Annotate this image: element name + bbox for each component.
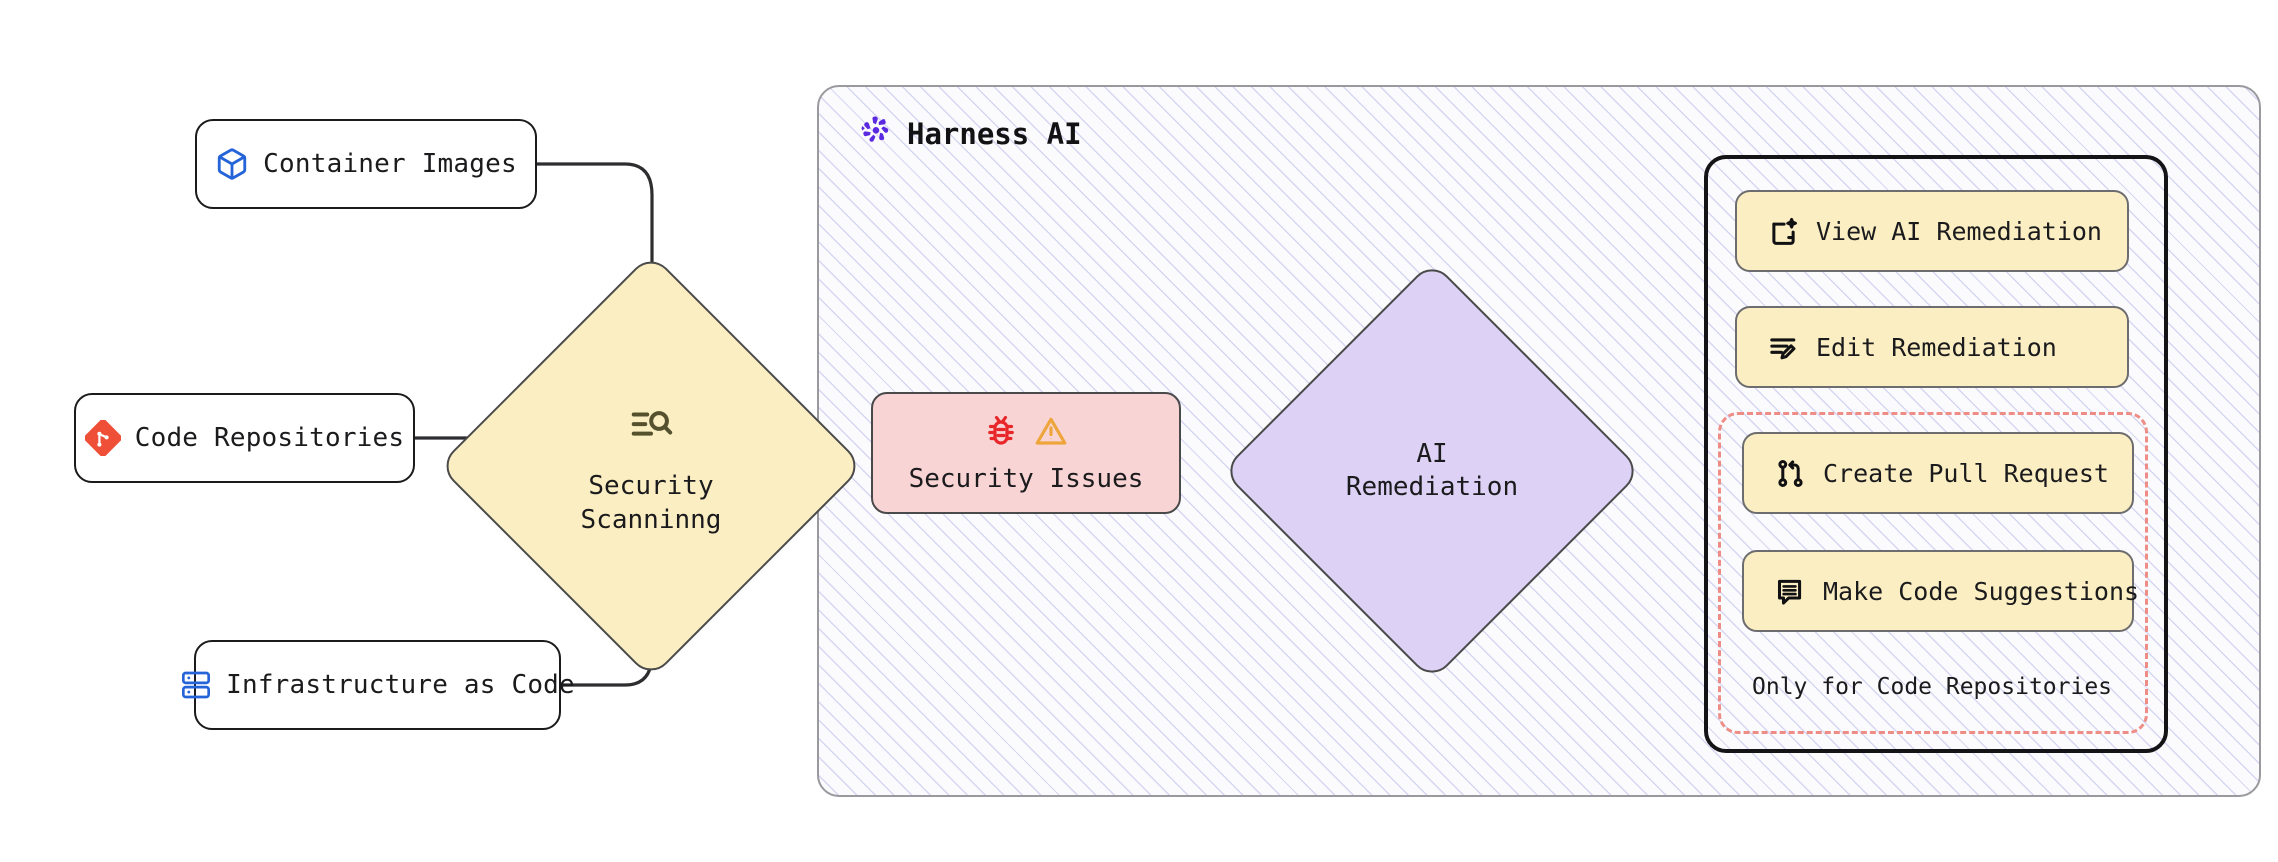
node-security-scanning[interactable]: Security Scanninng: [437, 252, 865, 680]
action-label: Create Pull Request: [1823, 458, 2109, 488]
node-security-issues[interactable]: Security Issues: [871, 392, 1181, 514]
remediation-label-line1: AI: [1416, 438, 1448, 469]
action-view-ai-remediation[interactable]: View AI Remediation: [1735, 190, 2129, 272]
restriction-note: Only for Code Repositories: [1752, 674, 2113, 700]
git-icon: [84, 420, 121, 456]
bug-icon: [983, 413, 1019, 456]
ai-document-sparkle-icon: [1767, 215, 1800, 248]
node-container-images[interactable]: Container Images: [195, 119, 537, 209]
issues-label: Security Issues: [908, 463, 1144, 494]
git-pull-request-icon: [1774, 457, 1807, 490]
scan-label-line2: Scanninng: [580, 504, 722, 535]
node-ai-remediation[interactable]: AI Remediation: [1221, 260, 1643, 682]
node-label: Code Repositories: [134, 422, 405, 453]
action-create-pull-request[interactable]: Create Pull Request: [1742, 432, 2134, 514]
ai-actions-panel: [1704, 155, 2168, 753]
cube-icon: [215, 147, 249, 181]
edit-pencil-lines-icon: [1767, 331, 1800, 364]
harness-pinwheel-logo: [859, 113, 893, 154]
code-repo-only-group: [1718, 412, 2148, 734]
node-code-repositories[interactable]: Code Repositories: [74, 393, 415, 483]
node-infrastructure-as-code[interactable]: Infrastructure as Code: [182, 640, 575, 730]
action-label: Make Code Suggestions: [1823, 576, 2140, 606]
node-label: Infrastructure as Code: [226, 669, 575, 700]
scan-label-line1: Security: [588, 471, 714, 502]
action-make-code-suggestions[interactable]: Make Code Suggestions: [1742, 550, 2139, 632]
node-label: Container Images: [263, 148, 517, 179]
warning-triangle-icon: [1033, 413, 1069, 456]
scan-search-icon: [628, 403, 674, 458]
remediation-label-line2: Remediation: [1345, 472, 1519, 502]
message-lines-icon: [1774, 575, 1807, 608]
action-label: View AI Remediation: [1816, 216, 2102, 246]
harness-ai-title: Harness AI: [907, 116, 1082, 151]
harness-ai-title-group: Harness AI: [859, 113, 1082, 154]
action-label: Edit Remediation: [1816, 332, 2057, 362]
action-edit-remediation[interactable]: Edit Remediation: [1735, 306, 2129, 388]
server-stack-icon: [180, 669, 212, 701]
